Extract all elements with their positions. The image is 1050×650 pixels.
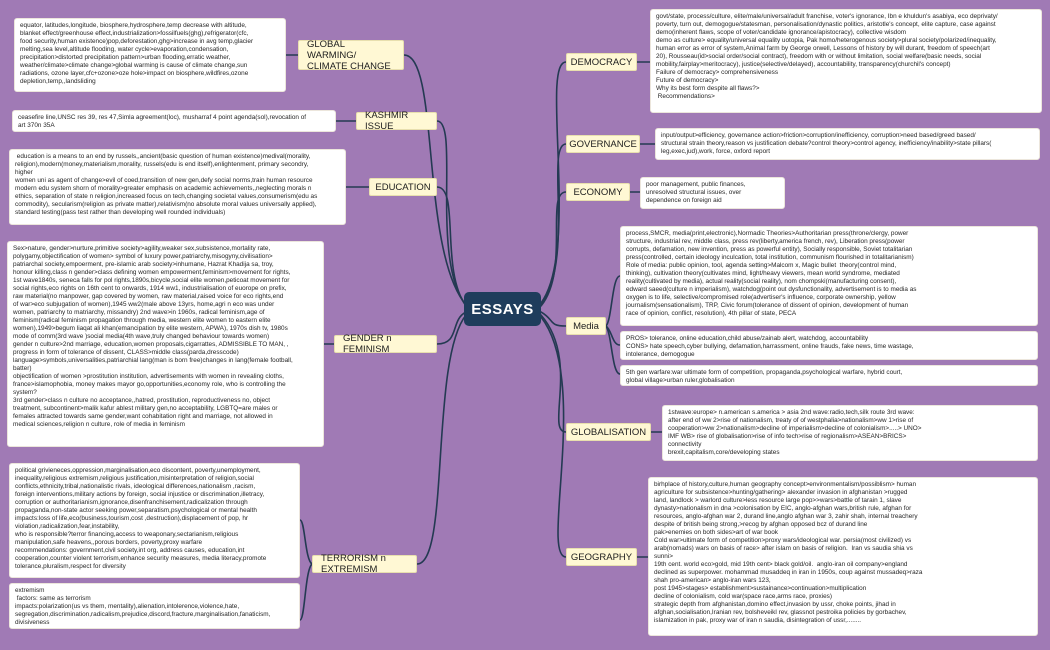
note-education[interactable]: education is a means to an end by russel… (9, 149, 346, 225)
note-terrorism-causes[interactable]: political grivieneces,oppression,margina… (9, 463, 300, 578)
link-globalisation (540, 314, 567, 433)
note-democracy[interactable]: govt/state, process/culture, elite/male/… (650, 9, 1042, 113)
note-extremism[interactable]: extremism factors: same as terrorism imp… (9, 583, 300, 629)
link-gender (436, 311, 467, 345)
note-kashmir[interactable]: ceasefire line,UNSC res 39, res 47,Simla… (12, 110, 336, 132)
link-global-warming (403, 54, 467, 306)
note-media-pros-cons[interactable]: PROS> tolerance, online education,child … (620, 331, 1038, 360)
link-economy (540, 191, 567, 307)
link-geography (540, 316, 567, 558)
topic-terrorism[interactable]: TERRORISM n EXTREMISM (312, 553, 417, 575)
topic-geography[interactable]: GEOGRAPHY (566, 548, 637, 566)
note-governance[interactable]: input/output>efficiency, governance acti… (655, 128, 1040, 160)
link-media (540, 311, 567, 327)
link-terrorism (416, 314, 467, 565)
note-media-5th-gen[interactable]: 5th gen warfare:war ultimate form of com… (620, 365, 1038, 386)
note-economy[interactable]: poor management, public finances, unreso… (640, 177, 785, 209)
link-governance (540, 143, 567, 306)
note-geography[interactable]: birhplace of history,culture,human geogr… (648, 477, 1038, 636)
link-terror-note1 (299, 519, 313, 565)
topic-democracy[interactable]: DEMOCRACY (566, 53, 637, 71)
topic-globalisation[interactable]: GLOBALISATION (566, 423, 651, 441)
note-global-warming[interactable]: equator, latitudes,longitude, biosphere,… (14, 18, 286, 92)
topic-global-warming[interactable]: GLOBAL WARMING/ CLIMATE CHANGE (298, 39, 404, 72)
note-media-theories[interactable]: process,SMCR, media(print,electronic),No… (620, 226, 1038, 326)
central-topic-essays[interactable]: ESSAYS (464, 292, 541, 326)
link-education (436, 186, 467, 307)
topic-gender[interactable]: GENDER n FEMINISM (334, 333, 437, 355)
topic-media[interactable]: Media (566, 317, 606, 335)
topic-kashmir[interactable]: KASHMIR ISSUE (356, 110, 437, 132)
topic-economy[interactable]: ECONOMY (566, 183, 630, 201)
link-democracy (540, 61, 567, 304)
link-media-note3 (605, 325, 621, 375)
note-gender[interactable]: Sex>nature, gender>nurture,primitive soc… (7, 241, 324, 447)
link-media-note1 (605, 275, 621, 327)
topic-education[interactable]: EDUCATION (369, 178, 437, 196)
link-terror-note2 (299, 563, 313, 621)
note-globalisation[interactable]: 1stwave:europe> n.american s.america > a… (662, 405, 1038, 461)
topic-governance[interactable]: GOVERNANCE (566, 135, 640, 153)
